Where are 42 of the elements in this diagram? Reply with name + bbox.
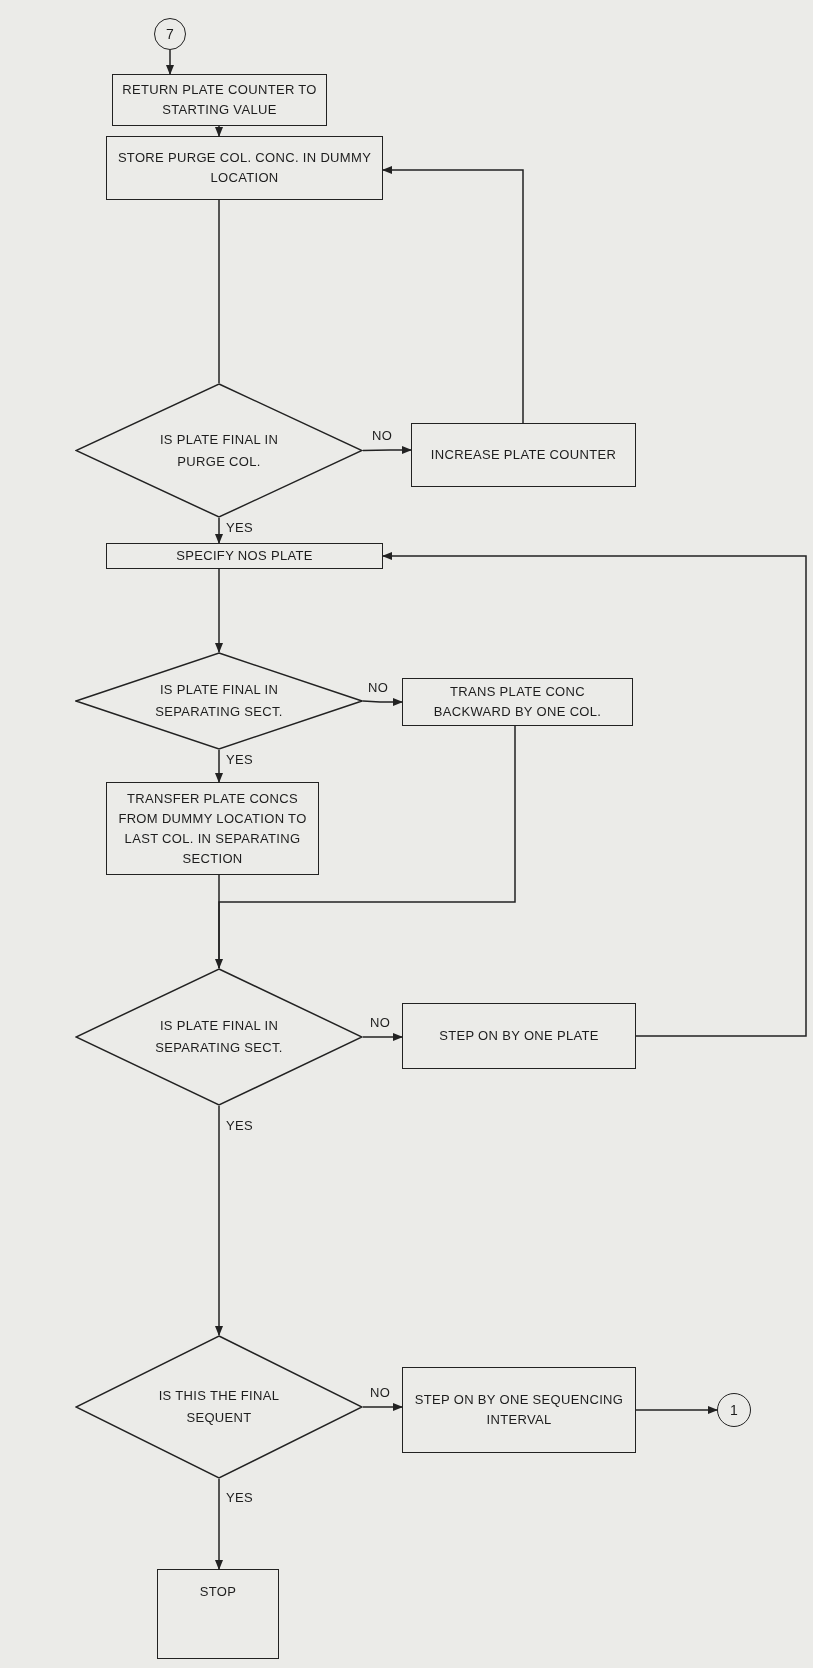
flow-arrow xyxy=(362,1403,403,1411)
process-box xyxy=(157,1569,279,1659)
node-text: TRANS PLATE CONC BACKWARD BY ONE COL. xyxy=(432,683,603,721)
decision-diamond xyxy=(75,1335,363,1479)
flow-arrow xyxy=(362,698,403,706)
flow-arrow xyxy=(215,125,223,137)
node-text: IS PLATE FINAL IN SEPARATING SECT. xyxy=(154,681,284,721)
process-box xyxy=(106,782,319,875)
node-text: STEP ON BY ONE PLATE xyxy=(438,1027,600,1045)
decision-diamond xyxy=(75,968,363,1106)
flow-arrow xyxy=(382,166,524,424)
flow-arrow xyxy=(215,1478,223,1570)
node-text: IS THIS THE FINAL SEQUENT xyxy=(157,1387,281,1427)
flow-arrow xyxy=(215,568,223,653)
decision-diamond xyxy=(75,383,363,518)
node-text: IS PLATE FINAL IN PURGE COL. xyxy=(158,430,280,471)
node-text: STOP xyxy=(198,1583,238,1601)
process-box xyxy=(106,543,383,569)
node-text: RETURN PLATE COUNTER TO STARTING VALUE xyxy=(121,81,318,119)
process-box xyxy=(402,1003,636,1069)
process-box xyxy=(411,423,636,487)
node-text: STORE PURGE COL. CONC. IN DUMMY LOCATION xyxy=(116,149,373,187)
flow-arrow xyxy=(635,1406,718,1414)
process-box xyxy=(402,678,633,726)
node-text: IS PLATE FINAL IN SEPARATING SECT. xyxy=(154,1017,284,1057)
flow-arrow xyxy=(382,552,807,1037)
node-text: SPECIFY NOS PLATE xyxy=(175,547,314,565)
flow-arrow xyxy=(215,1105,223,1336)
decision-diamond xyxy=(75,652,363,750)
node-text: TRANSFER PLATE CONCS FROM DUMMY LOCATION TO LAST COL. IN SEPARATING SECTION xyxy=(117,789,308,868)
flow-arrow xyxy=(215,517,223,544)
process-box xyxy=(402,1367,636,1453)
node-text: STEP ON BY ONE SEQUENCING INTERVAL xyxy=(413,1391,625,1429)
process-box xyxy=(106,136,383,200)
flow-arrow xyxy=(166,49,174,75)
node-text: 7 xyxy=(165,25,175,44)
flow-arrow xyxy=(362,446,412,454)
flow-arrow xyxy=(362,1033,403,1041)
flow-arrow xyxy=(215,749,223,783)
node-text: 1 xyxy=(729,1401,739,1420)
process-box xyxy=(112,74,327,126)
node-text: INCREASE PLATE COUNTER xyxy=(429,446,618,464)
